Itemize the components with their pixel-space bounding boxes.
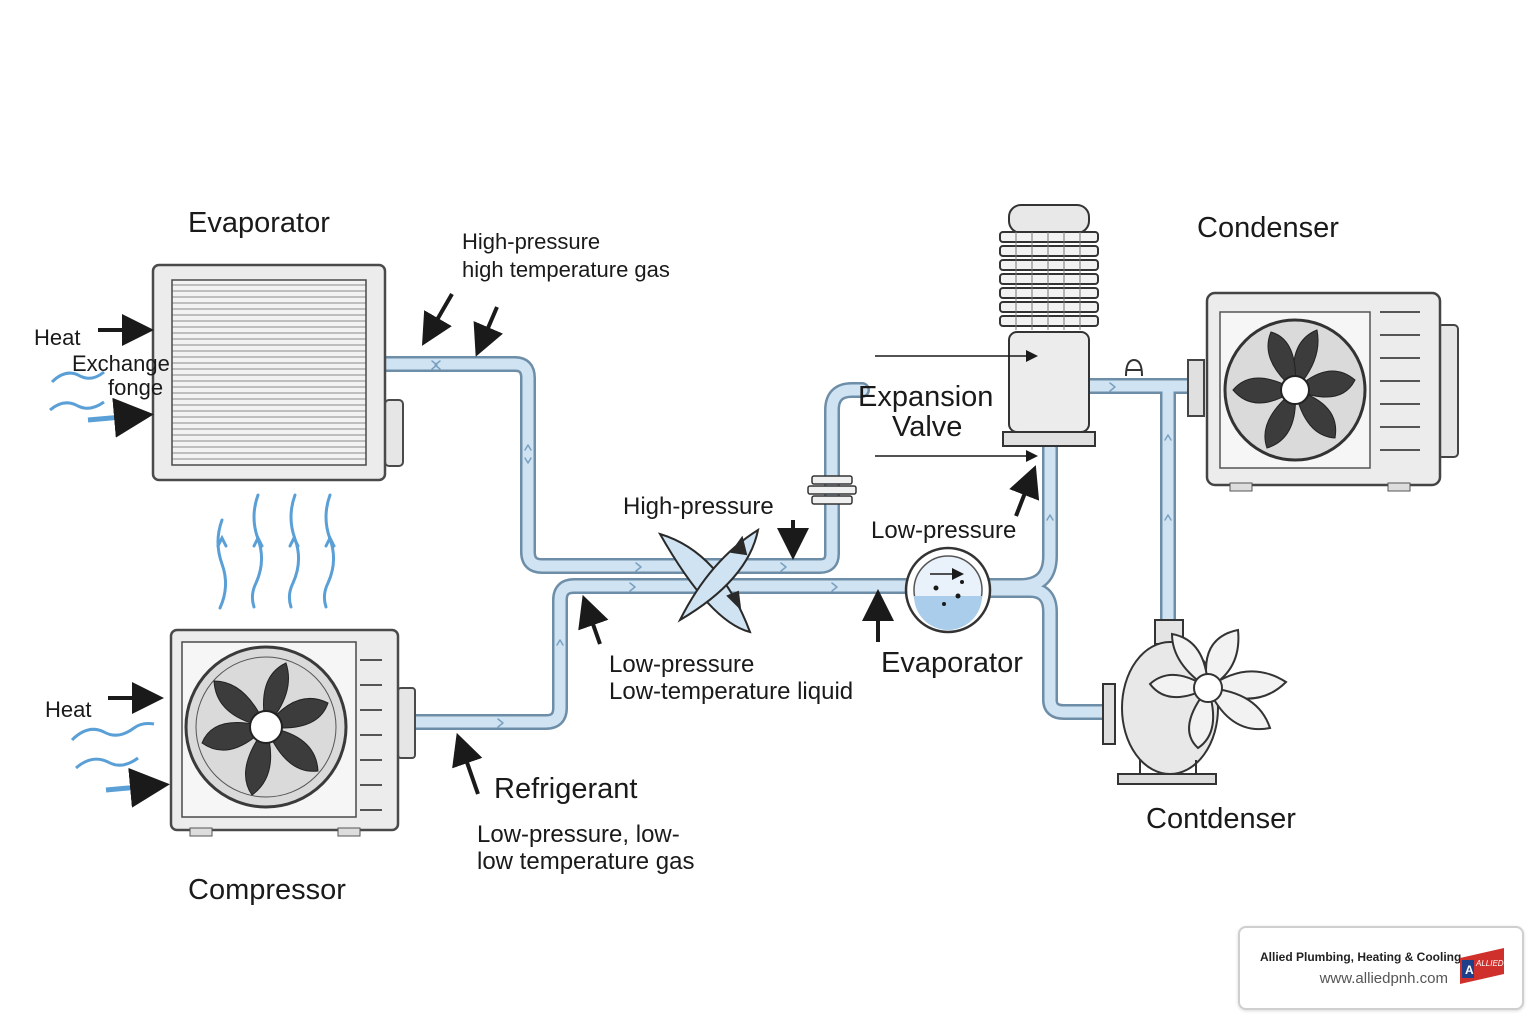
brand-card: Allied Plumbing, Heating & Cooling www.a… <box>1238 926 1524 1010</box>
refrigerant-label: Refrigerant <box>494 773 638 805</box>
expansion-valve-label-line2: Valve <box>892 411 963 443</box>
compressor-label: Compressor <box>188 874 346 906</box>
bellows-fitting <box>807 475 857 505</box>
condenser-bottom-label: Contdenser <box>1146 803 1296 835</box>
expansion-valve-tower <box>875 204 1099 462</box>
evaporator-top-label: Evaporator <box>188 207 330 239</box>
evaporator-unit <box>151 263 404 482</box>
svg-text:A: A <box>1465 963 1474 977</box>
heat-top-label: Heat <box>34 325 81 350</box>
flow-arrows <box>421 292 1040 795</box>
evaporator-sight-glass <box>904 546 992 634</box>
compressor-unit <box>169 628 416 837</box>
pump-condenser <box>1102 619 1288 785</box>
high-pressure-mid-label: High-pressure <box>623 493 774 520</box>
heat-in-bottom-waves <box>70 682 170 808</box>
evaporator-mid-label: Evaporator <box>881 647 1023 679</box>
lp-liquid-label-line2: Low-temperature liquid <box>609 678 854 705</box>
condenser-top-label: Condenser <box>1197 212 1339 244</box>
rising-heat-waves <box>216 493 336 610</box>
center-valve <box>657 527 760 634</box>
svg-text:ALLIED: ALLIED <box>1475 959 1504 968</box>
brand-name: Allied Plumbing, Heating & Cooling <box>1260 950 1462 964</box>
hp-gas-label-line1: High-pressure <box>462 229 601 254</box>
condenser-unit <box>1125 291 1459 492</box>
expansion-valve-label-line1: Expansion <box>858 381 994 413</box>
exchange-label: Exchange <box>72 351 170 376</box>
brand-url-link[interactable]: www.alliedpnh.com <box>1319 970 1448 987</box>
low-pressure-right-label: Low-pressure <box>871 517 1017 544</box>
fonge-label: fonge <box>108 375 164 400</box>
allied-logo-icon: A ALLIED <box>1460 948 1504 984</box>
heat-in-top-waves <box>49 314 154 438</box>
hp-gas-label-line2: high temperature gas <box>462 257 670 282</box>
heat-bottom-label: Heat <box>45 697 92 722</box>
lp-gas-label-line2: low temperature gas <box>477 848 695 875</box>
lp-liquid-label-line1: Low-pressure <box>609 651 755 678</box>
lp-gas-label-line1: Low-pressure, low- <box>477 821 680 848</box>
